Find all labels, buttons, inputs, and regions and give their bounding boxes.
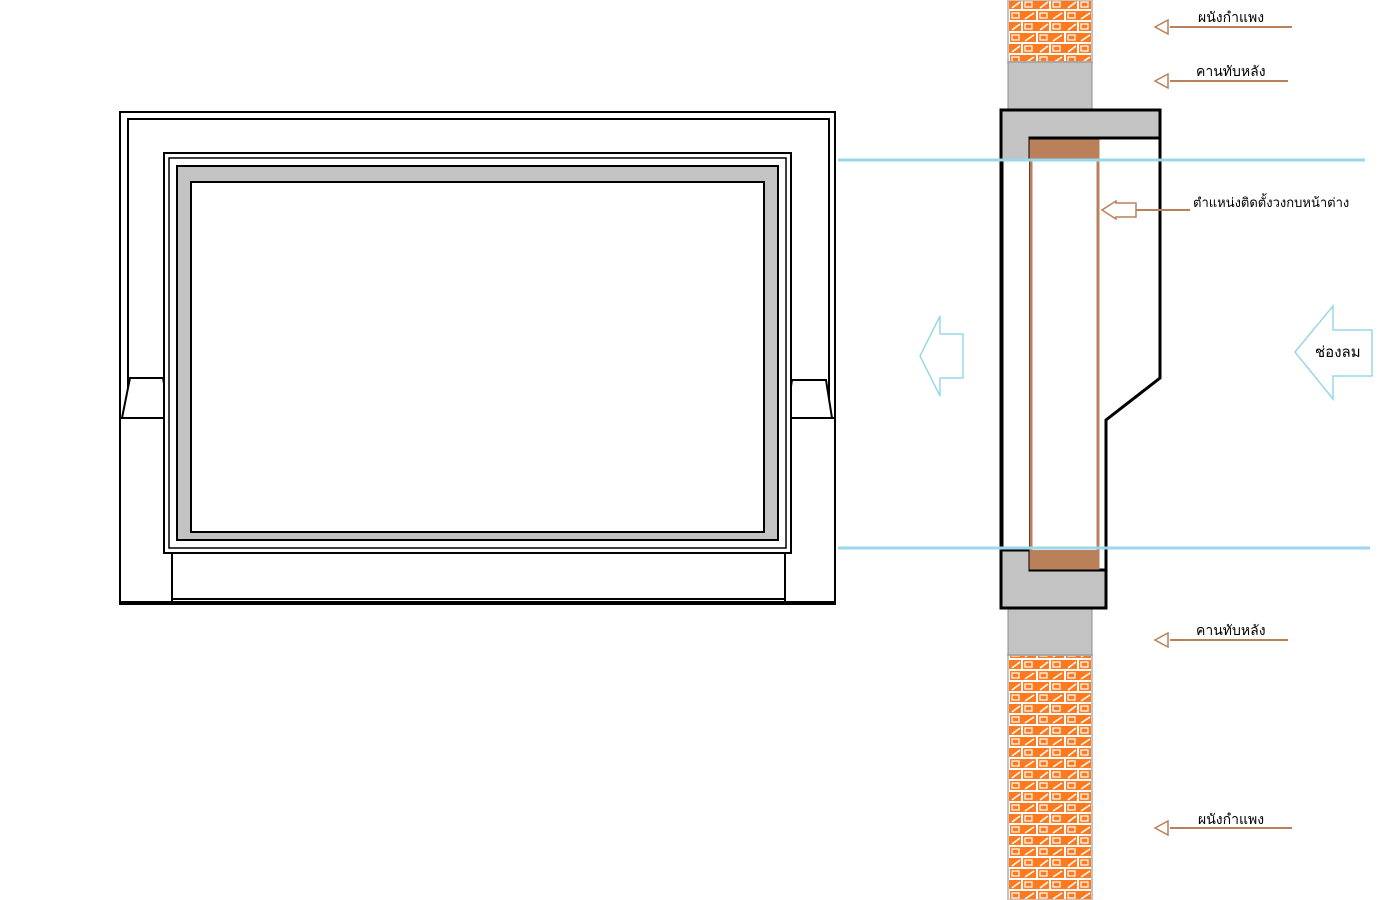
- arrowhead: [1153, 631, 1169, 649]
- label-wall-bottom: ผนังกำแพง: [1198, 812, 1264, 828]
- label-arrow-lintel-top: [1153, 72, 1288, 90]
- left-bracket: [120, 377, 172, 419]
- left-arrow-outline-icon: [919, 315, 964, 397]
- label-wall-top: ผนังกำแพง: [1198, 10, 1264, 26]
- label-lintel-top: คานทับหลัง: [1196, 64, 1266, 80]
- label-arrow-lintel-bottom: [1153, 631, 1288, 649]
- window-frame-bottom-cap: [1031, 550, 1098, 568]
- sash-line: [168, 157, 787, 549]
- arrowhead: [1100, 199, 1137, 221]
- label-frame-position: ตำแหน่งติดตั้งวงกบหน้าต่าง: [1193, 193, 1349, 211]
- brick-wall-top: [1007, 0, 1093, 63]
- glass-pane: [190, 181, 765, 533]
- sill-band-right: [784, 417, 836, 605]
- window-elevation: [119, 111, 836, 605]
- arrowhead: [1153, 18, 1169, 36]
- left-arrow-outline-icon: [1294, 303, 1373, 402]
- right-bracket: [784, 379, 834, 419]
- arrowhead: [1153, 819, 1169, 837]
- lintel-bottom-block: [1007, 607, 1093, 656]
- label-vent: ช่องลม: [1315, 343, 1361, 361]
- label-arrow-wall-bottom: [1153, 819, 1292, 837]
- arrowhead: [1153, 72, 1169, 90]
- wall-section: [999, 0, 1162, 900]
- window-frame-member: [1029, 139, 1100, 570]
- outer-frame-inner-line: [127, 118, 830, 600]
- label-arrow-wall-top: [1153, 18, 1292, 36]
- window-frame-top-cap: [1031, 141, 1098, 161]
- label-arrow-frame: [1100, 199, 1190, 221]
- label-lintel-bottom: คานทับหลัง: [1196, 623, 1266, 639]
- lintel-top-block: [1007, 61, 1093, 111]
- brick-wall-bottom: [1007, 654, 1093, 900]
